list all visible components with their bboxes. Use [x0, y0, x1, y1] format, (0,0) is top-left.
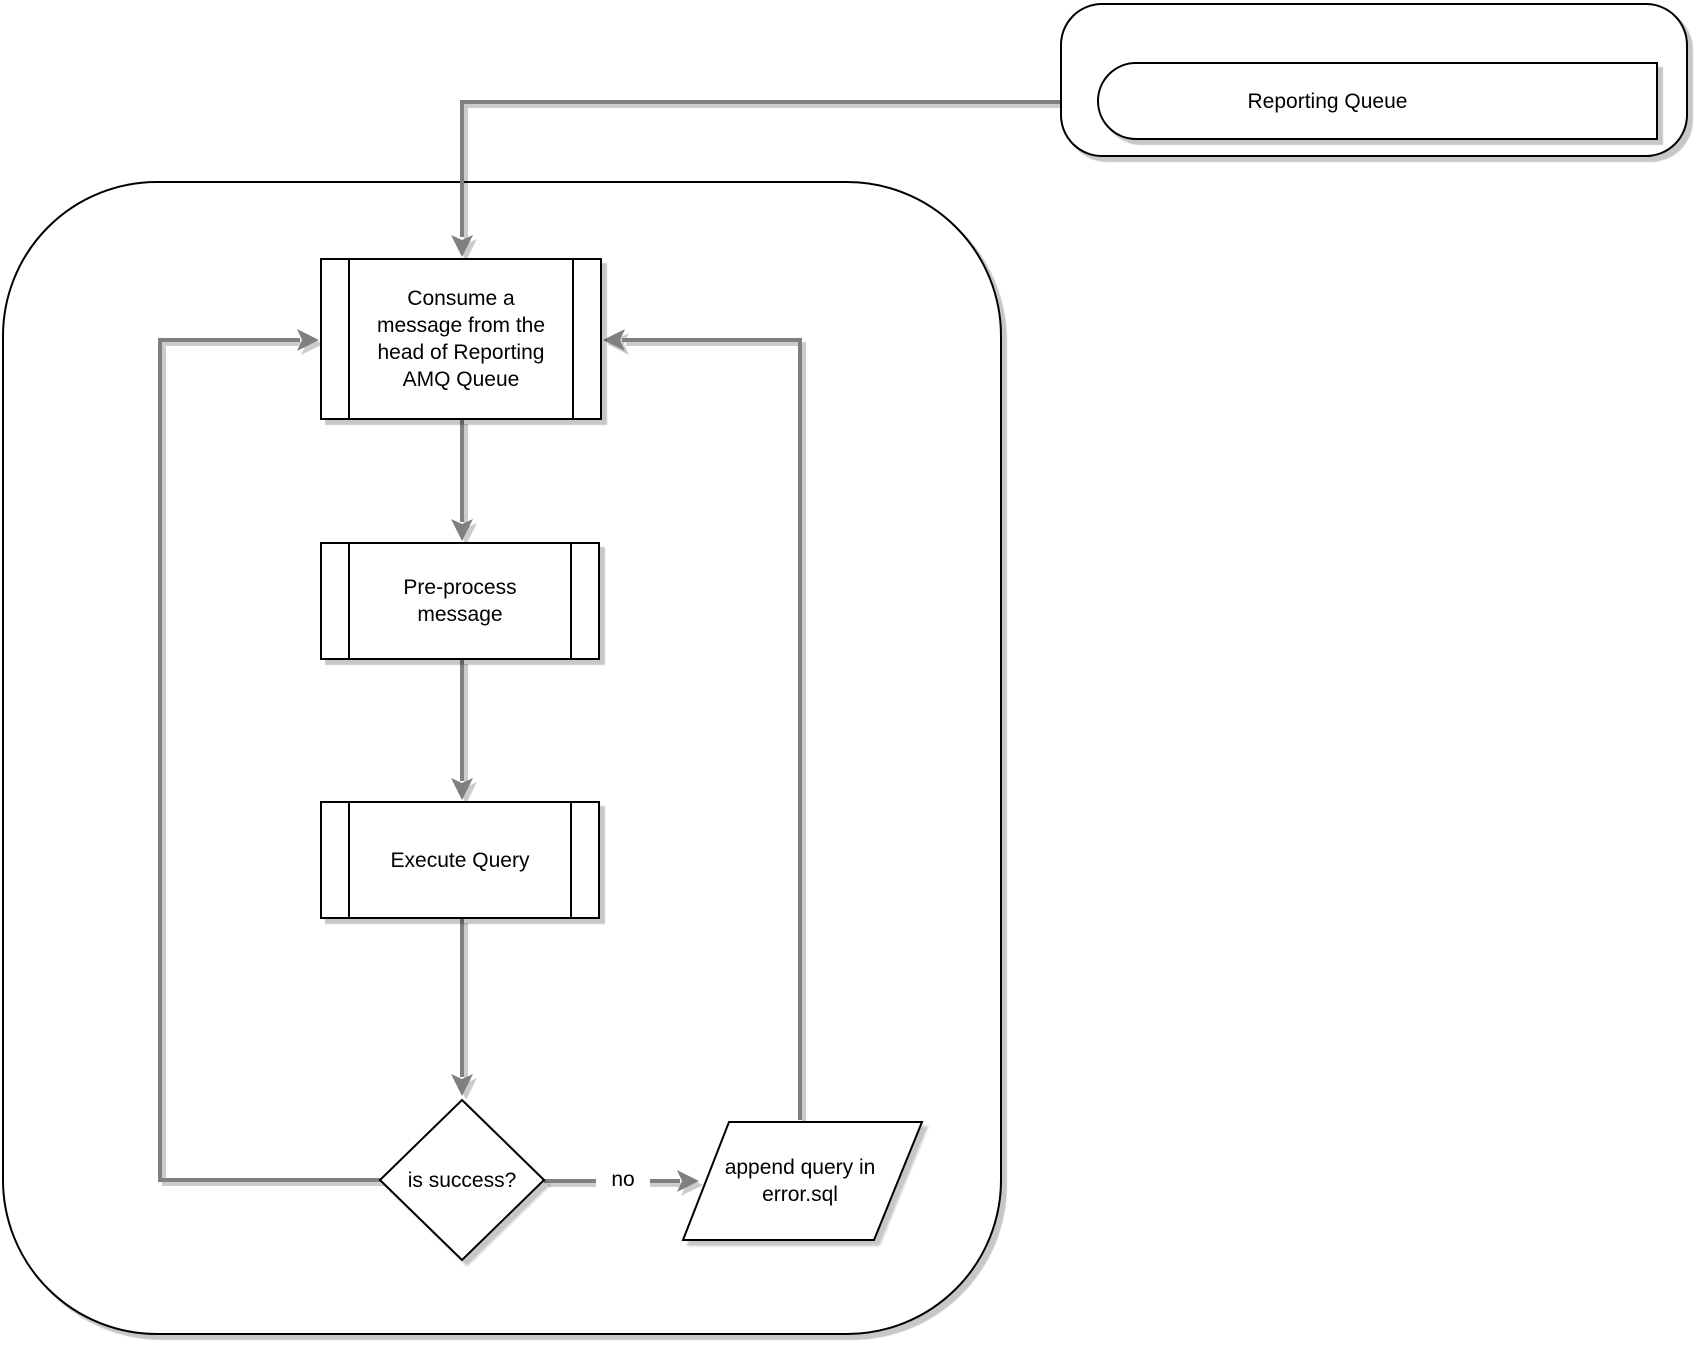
node-preprocess-message: Pre-process message — [320, 542, 600, 660]
node-reporting-queue: Reporting Queue — [1097, 62, 1658, 140]
node-is-success — [378, 1098, 546, 1262]
reporting-queue-label: Reporting Queue — [1247, 89, 1408, 113]
edge-execute-to-decision — [451, 919, 473, 1096]
node-append-error — [681, 1121, 924, 1241]
consume-message-label: Consume a message from the head of Repor… — [376, 287, 546, 391]
preprocess-message-label: Pre-process message — [403, 576, 517, 626]
edge-decision-loop-to-consume — [158, 329, 382, 1182]
node-consume-message: Consume a message from the head of Repor… — [320, 258, 602, 420]
decision-diamond-shape — [378, 1098, 546, 1262]
edge-preprocess-to-execute — [451, 660, 473, 800]
edge-label-no: no — [596, 1166, 650, 1193]
node-execute-query: Execute Query — [320, 801, 600, 919]
edge-queue-to-consume — [451, 100, 1098, 257]
edge-append-to-consume — [603, 329, 802, 1120]
data-parallelogram-shape — [681, 1121, 924, 1241]
edge-consume-to-preprocess — [451, 420, 473, 541]
execute-query-label: Execute Query — [390, 848, 530, 872]
